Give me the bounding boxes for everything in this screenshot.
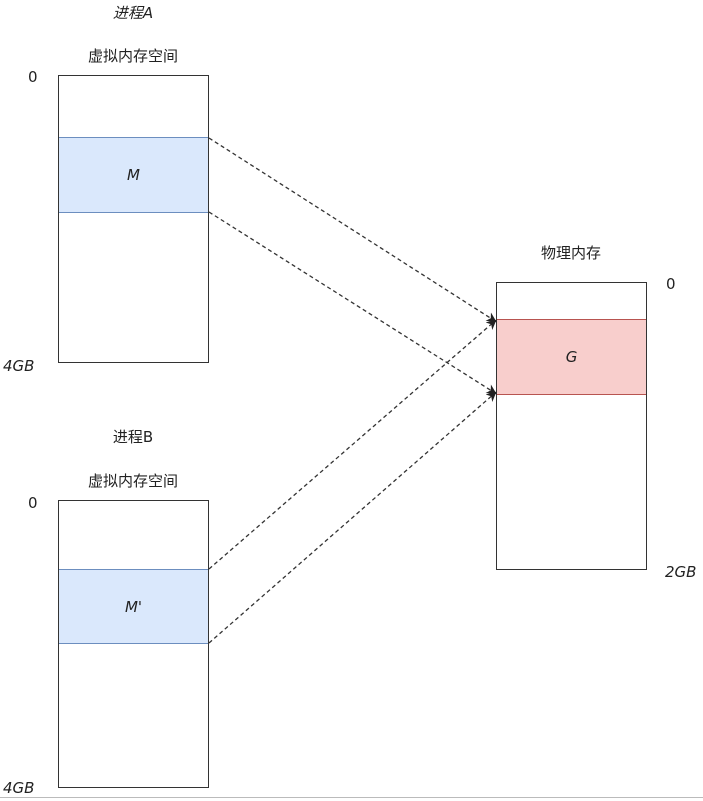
process-b-virtual-memory-box [58,500,209,788]
physical-start-label: 0 [666,275,676,293]
process-a-region-m: M [59,137,208,213]
arrow-b-bottom-to-g-bottom [208,391,497,644]
process-a-title: 进程A [112,4,154,22]
process-b-start-label: 0 [28,494,38,512]
process-a-space-label: 虚拟内存空间 [87,47,179,65]
process-a-virtual-memory-box [58,75,209,363]
arrow-b-top-to-g-top [208,319,497,570]
physical-region-label: G [565,348,578,366]
process-a-region-label: M [127,166,140,184]
canvas-bottom-edge [0,797,703,798]
process-a-start-label: 0 [28,68,38,86]
physical-region-g: G [497,319,646,395]
physical-memory-title: 物理内存 [540,244,602,262]
process-b-region-m-prime: M' [59,569,208,644]
process-b-title: 进程B [112,428,154,446]
process-b-region-label: M' [124,597,143,616]
process-a-end-label: 4GB [3,357,35,375]
process-b-space-label: 虚拟内存空间 [87,472,179,490]
arrow-a-top-to-g-top [208,137,497,323]
physical-end-label: 2GB [665,563,697,581]
process-b-end-label: 4GB [3,779,35,797]
arrow-a-bottom-to-g-bottom [208,211,497,395]
